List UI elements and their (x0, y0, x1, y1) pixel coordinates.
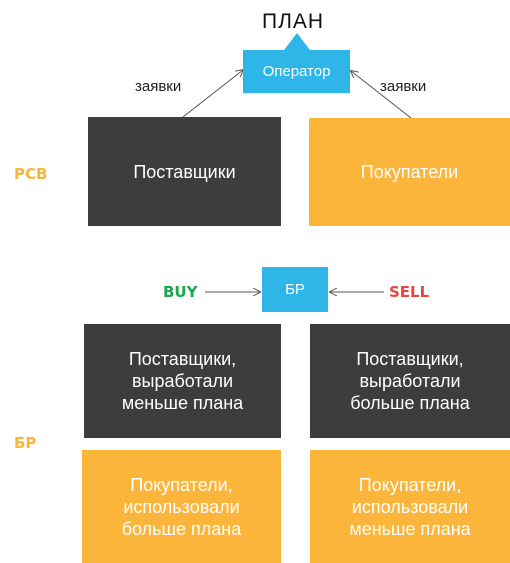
buyers-label: Покупатели (360, 162, 459, 182)
buyers-less-label: Покупатели, использовали меньше плана (349, 474, 471, 539)
suppliers-less-box: Поставщики, выработали меньше плана (84, 324, 281, 438)
arrow-suppliers-to-operator (182, 70, 243, 118)
sell-label: SELL (389, 283, 430, 301)
suppliers-less-label: Поставщики, выработали меньше плана (121, 349, 244, 413)
arrow-buyers-to-operator (351, 71, 412, 119)
plan-label: ПЛАН (262, 10, 325, 33)
requests-right-label: заявки (380, 78, 427, 95)
suppliers-box: Поставщики (88, 117, 281, 226)
buy-label: BUY (163, 283, 198, 301)
suppliers-more-box: Поставщики, выработали больше плана (310, 324, 510, 438)
buyers-more-box: Покупатели, использовали больше плана (82, 450, 281, 563)
operator-box: Оператор (243, 50, 350, 93)
buyers-box: Покупатели (309, 118, 510, 226)
operator-label: Оператор (262, 63, 331, 80)
br-side-label: БР (14, 434, 37, 452)
buyers-more-label: Покупатели, использовали больше плана (121, 474, 242, 539)
br-center-box: БР (262, 267, 328, 312)
requests-left-label: заявки (135, 78, 182, 95)
rsv-side-label: РСВ (14, 165, 48, 183)
triangle-up-icon (284, 33, 310, 50)
br-center-label: БР (285, 281, 305, 298)
suppliers-label: Поставщики (133, 161, 236, 182)
suppliers-more-label: Поставщики, выработали больше плана (350, 349, 470, 413)
buyers-less-box: Покупатели, использовали меньше плана (310, 450, 510, 563)
